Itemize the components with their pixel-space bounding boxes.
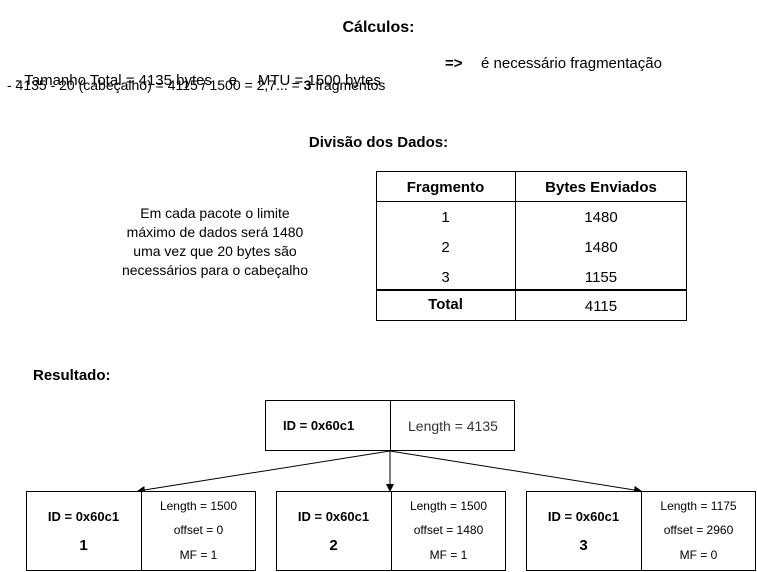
table-header-fragment: Fragmento xyxy=(406,179,485,196)
fragment-id: ID = 0x60c1 xyxy=(547,509,620,524)
fragment-count: 3 xyxy=(303,77,312,93)
division-note-line: Em cada pacote o limite xyxy=(140,205,290,221)
fragment-id: ID = 0x60c1 xyxy=(297,509,370,524)
fragment-number: 2 xyxy=(329,537,338,554)
fragment-number: 3 xyxy=(579,537,588,554)
division-note: Em cada pacote o limite máximo de dados … xyxy=(95,204,335,280)
calc-line-1-text: - Tamanho Total = 4135 bytes e MTU = 150… xyxy=(15,72,381,89)
arrow-to-fragment-1 xyxy=(137,450,391,494)
result-title: Resultado: xyxy=(33,367,111,384)
original-packet-id: ID = 0x60c1 xyxy=(283,418,355,433)
table-total-divider xyxy=(376,289,687,291)
fragment-offset: offset = 2960 xyxy=(663,523,734,537)
implies-arrow: => xyxy=(445,55,463,72)
table-cell-bytes: 1155 xyxy=(584,269,618,286)
original-packet-length: Length = 4135 xyxy=(408,418,498,434)
table-cell-fragment: 2 xyxy=(441,239,450,256)
fragment-length: Length = 1500 xyxy=(159,499,238,513)
table-header-divider xyxy=(376,201,687,202)
division-note-line: necessários para o cabeçalho xyxy=(121,262,308,278)
table-cell-fragment: 3 xyxy=(441,269,450,286)
fragment-length: Length = 1175 xyxy=(660,499,737,513)
table-column-divider xyxy=(515,171,516,321)
division-note-line: máximo de dados será 1480 xyxy=(126,224,304,240)
fragment-mf: MF = 1 xyxy=(179,548,218,562)
original-packet-divider xyxy=(390,400,391,451)
calc-title: Cálculos: xyxy=(342,19,415,36)
fragment-offset: offset = 1480 xyxy=(413,523,484,537)
fragment-packet-divider xyxy=(391,491,392,571)
table-cell-bytes: 1480 xyxy=(584,239,618,256)
arrow-to-fragment-3 xyxy=(389,450,642,494)
fragment-offset: offset = 0 xyxy=(173,523,224,537)
fragment-packet-divider xyxy=(141,491,142,571)
fragment-mf: MF = 0 xyxy=(679,548,718,562)
fragment-packet-divider xyxy=(641,491,642,571)
calc-line-2: - 4135 - 20 (cabeçalho) = 4115 / 1500 = … xyxy=(7,77,385,93)
table-total-label: Total xyxy=(428,296,463,313)
fragment-number: 1 xyxy=(79,537,88,554)
table-total-value: 4115 xyxy=(584,298,618,315)
fragment-id: ID = 0x60c1 xyxy=(47,509,120,524)
table-cell-fragment: 1 xyxy=(441,209,450,226)
division-title: Divisão dos Dados: xyxy=(308,134,449,151)
table-header-bytes: Bytes Enviados xyxy=(545,179,657,196)
fragment-length: Length = 1500 xyxy=(409,499,488,513)
table-cell-bytes: 1480 xyxy=(584,209,618,226)
calc-line-2-suffix: fragmentos xyxy=(311,77,386,93)
division-note-line: uma vez que 20 bytes são xyxy=(133,243,297,259)
calc-line-1: - Tamanho Total = 4135 bytes e MTU = 150… xyxy=(7,55,381,89)
fragment-table xyxy=(376,171,687,321)
calc-line-2-text: - 4135 - 20 (cabeçalho) = 4115 / 1500 = … xyxy=(7,77,304,93)
fragment-mf: MF = 1 xyxy=(429,548,468,562)
calc-line-1-conclusion: é necessário fragmentação xyxy=(481,55,662,72)
